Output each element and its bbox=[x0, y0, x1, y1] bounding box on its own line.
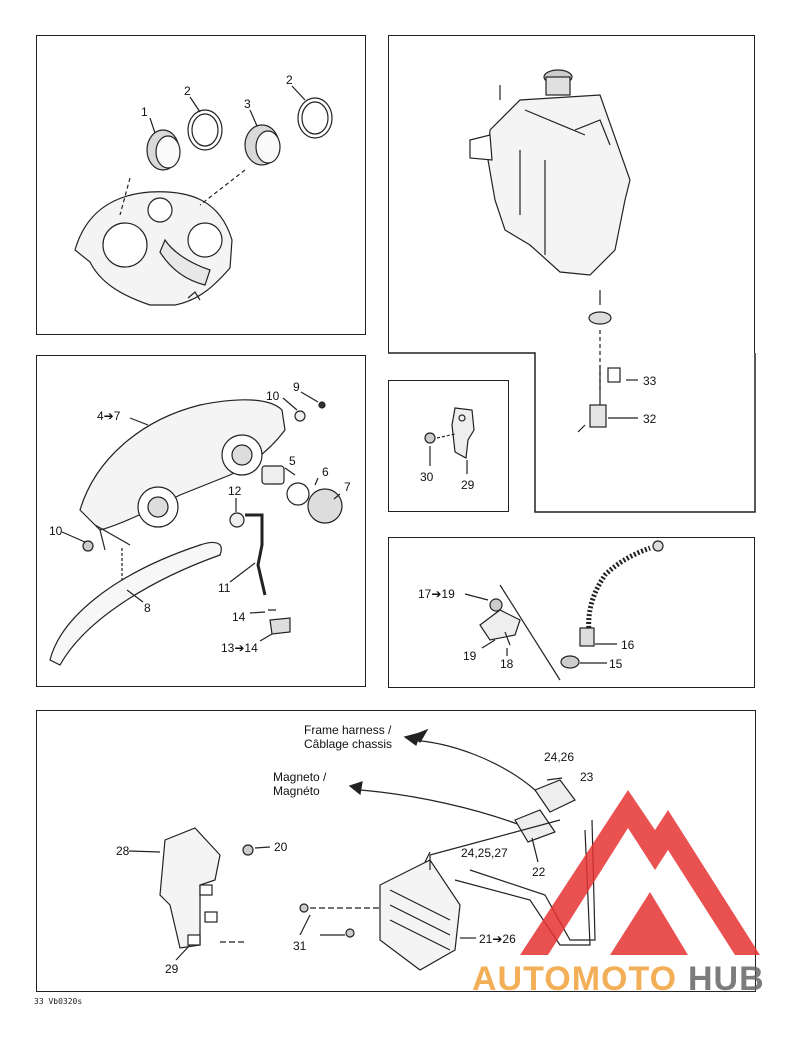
label-19: 19 bbox=[463, 649, 477, 663]
panel-gauge-housing bbox=[36, 35, 366, 335]
label-30: 30 bbox=[420, 470, 434, 484]
label-17-19: 17➔19 bbox=[418, 587, 455, 601]
label-10a: 10 bbox=[266, 389, 280, 403]
label-3: 3 bbox=[244, 97, 251, 111]
watermark-text-b: HUB bbox=[688, 960, 765, 998]
label-18: 18 bbox=[500, 657, 514, 671]
panel-clip bbox=[388, 380, 509, 512]
label-16: 16 bbox=[621, 638, 635, 652]
label-9: 9 bbox=[293, 380, 300, 394]
label-4-7: 4➔7 bbox=[97, 409, 121, 423]
panel-regulator bbox=[36, 710, 756, 992]
label-24-25-27: 24,25,27 bbox=[461, 846, 508, 860]
label-12: 12 bbox=[228, 484, 242, 498]
label-20: 20 bbox=[274, 840, 288, 854]
label-11: 11 bbox=[218, 581, 231, 595]
panel-tank-outline bbox=[388, 352, 756, 513]
label-1: 1 bbox=[141, 105, 148, 119]
sensor-drawing bbox=[464, 540, 664, 681]
label-29b: 29 bbox=[165, 962, 179, 976]
oil-tank-drawing bbox=[469, 69, 638, 433]
gauge-housing-drawing bbox=[74, 85, 333, 306]
caption-frame-harness: Frame harness / bbox=[304, 723, 392, 737]
label-32: 32 bbox=[643, 412, 657, 426]
panel-tank-outline-top bbox=[388, 35, 755, 353]
caption-cablage-chassis: Câblage chassis bbox=[304, 737, 392, 751]
automotohub-logo: AUTOMOTO HUB bbox=[472, 790, 765, 998]
label-8: 8 bbox=[144, 601, 151, 615]
label-24-26: 24,26 bbox=[544, 750, 574, 764]
regulator-drawing bbox=[128, 728, 596, 971]
label-15: 15 bbox=[609, 657, 623, 671]
caption-magneto: Magneto / bbox=[273, 770, 327, 784]
reference-code: 33 Vb0320s bbox=[34, 997, 83, 1006]
label-23: 23 bbox=[580, 770, 594, 784]
label-2b: 2 bbox=[286, 73, 293, 87]
panel-sensor bbox=[388, 537, 755, 688]
label-31: 31 bbox=[293, 939, 307, 953]
label-5: 5 bbox=[289, 454, 296, 468]
watermark-text-a: AUTOMOTO bbox=[472, 960, 677, 998]
label-13-14: 13➔14 bbox=[221, 641, 258, 655]
clip-drawing bbox=[424, 407, 475, 474]
label-14: 14 bbox=[232, 610, 246, 624]
headlight-drawing bbox=[49, 391, 343, 666]
label-21-26: 21➔26 bbox=[479, 932, 516, 946]
label-2: 2 bbox=[184, 84, 191, 98]
caption-magneto-fr: Magnéto bbox=[273, 784, 320, 798]
label-28: 28 bbox=[116, 844, 130, 858]
panel-headlight bbox=[36, 355, 366, 687]
label-29: 29 bbox=[461, 478, 475, 492]
label-7: 7 bbox=[344, 480, 351, 494]
label-6: 6 bbox=[322, 465, 329, 479]
label-10b: 10 bbox=[49, 524, 63, 538]
label-33: 33 bbox=[643, 374, 657, 388]
label-22: 22 bbox=[532, 865, 546, 879]
